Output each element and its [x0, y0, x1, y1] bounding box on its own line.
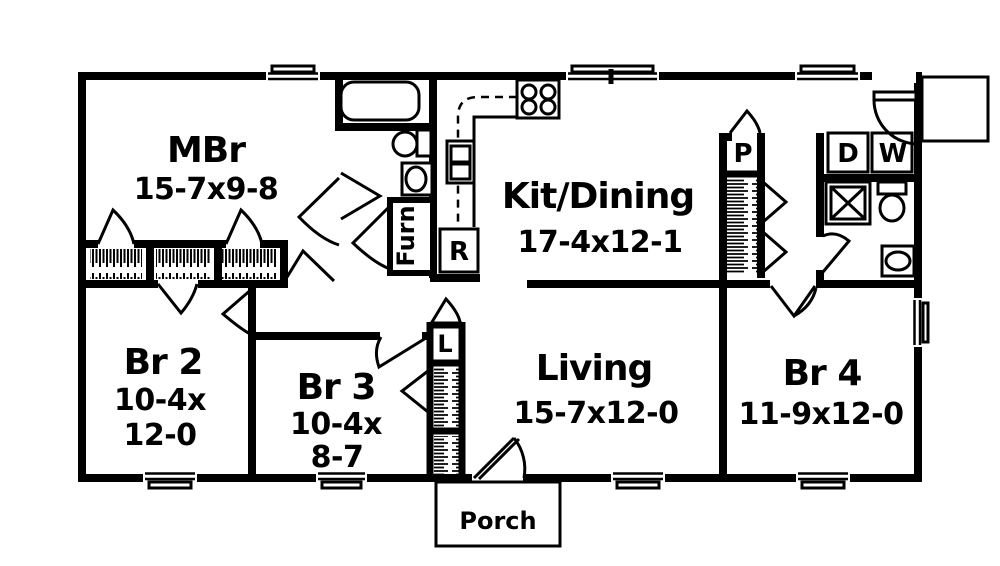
br3-label: Br 3 — [297, 367, 376, 408]
shower-x — [829, 185, 867, 221]
closet-hatching — [90, 178, 758, 474]
refrigerator-label: R — [449, 237, 469, 267]
dryer-label: D — [837, 139, 859, 169]
br3-dims-length: 8-7 — [311, 440, 364, 475]
living-dims: 15-7x12-0 — [514, 396, 679, 431]
burner — [520, 98, 538, 116]
pantry-wall — [723, 133, 765, 278]
linen-door — [430, 296, 462, 323]
toilet-tank — [415, 128, 433, 158]
pantry-door — [728, 108, 762, 134]
dryer-box — [826, 131, 870, 174]
doors — [96, 90, 919, 481]
linen-shelves — [434, 368, 459, 427]
mbr-door — [296, 176, 341, 247]
refrigerator-box — [438, 227, 480, 274]
hall-closet-bifold — [762, 180, 789, 274]
burner — [539, 98, 557, 116]
back-door — [872, 90, 919, 146]
br4-label: Br 4 — [783, 353, 862, 394]
mbr-dims: 15-7x9-8 — [134, 172, 279, 207]
br3-door — [374, 336, 427, 370]
living-label: Living — [536, 348, 652, 389]
mbr-closet-door — [96, 207, 136, 245]
kit-dining-dims: 17-4x12-1 — [518, 225, 683, 260]
br4-door — [769, 285, 818, 319]
mbr-closet2-hatch — [222, 249, 276, 279]
kitchen-sink-basin — [449, 144, 472, 164]
br2-door — [220, 248, 336, 338]
toilet-bowl — [391, 130, 419, 158]
bath2-door — [821, 232, 852, 273]
window-br3 — [318, 472, 365, 490]
window-br2 — [145, 472, 195, 490]
mbr-closet2-door — [224, 207, 264, 245]
br4-dims: 11-9x12-0 — [739, 397, 904, 432]
br2-dims-length: 12-0 — [123, 418, 196, 453]
porch-outline — [434, 480, 562, 548]
window-hall — [797, 64, 858, 81]
furnace-closet — [387, 197, 436, 276]
windows — [145, 64, 930, 490]
washer-box — [870, 131, 914, 174]
kitchen-upper-cabinets — [456, 95, 517, 228]
labels: MBr 15-7x9-8 Kit/Dining 17-4x12-1 Living… — [114, 130, 907, 535]
walls — [78, 72, 922, 482]
br3-closet-door — [399, 369, 429, 414]
linen-label: L — [437, 330, 452, 358]
coat-closet-shelves — [434, 436, 459, 474]
bath-sink-basin — [404, 165, 428, 193]
bathtub — [339, 80, 421, 122]
toilet2-bowl — [878, 193, 906, 223]
mbr-label: MBr — [167, 130, 246, 171]
kit-dining-label: Kit/Dining — [502, 176, 694, 217]
pantry-shelves — [727, 178, 758, 274]
br2-closet-hatch — [156, 249, 210, 279]
br2-label: Br 2 — [124, 342, 203, 383]
window-living — [613, 472, 663, 490]
mbr-closet-hatch — [90, 249, 142, 279]
furnace-label: Furn — [392, 205, 420, 266]
bath-door — [340, 171, 383, 221]
window-br4-east — [913, 300, 930, 345]
br2-closet-door — [156, 283, 199, 316]
fixtures — [339, 78, 916, 278]
porch-label: Porch — [459, 507, 536, 535]
toilet2-tank — [876, 180, 908, 196]
window-dining-double — [568, 64, 657, 84]
back-door-opening — [872, 69, 916, 83]
front-door — [472, 436, 527, 481]
washer-label: W — [879, 139, 908, 169]
pantry-label: P — [733, 139, 752, 169]
shower-pan — [829, 185, 867, 221]
bath2-sink-basin — [884, 250, 912, 272]
br3-dims-width: 10-4x — [290, 407, 382, 442]
linen-column-walls — [426, 321, 466, 478]
furnace-door — [350, 204, 392, 271]
kitchen-counter — [472, 115, 518, 227]
br2-dims-width: 10-4x — [114, 383, 206, 418]
stoop — [920, 75, 990, 143]
window-mbr — [268, 64, 318, 81]
window-br4-south — [798, 472, 848, 490]
kitchen-sink-basin — [449, 162, 472, 181]
